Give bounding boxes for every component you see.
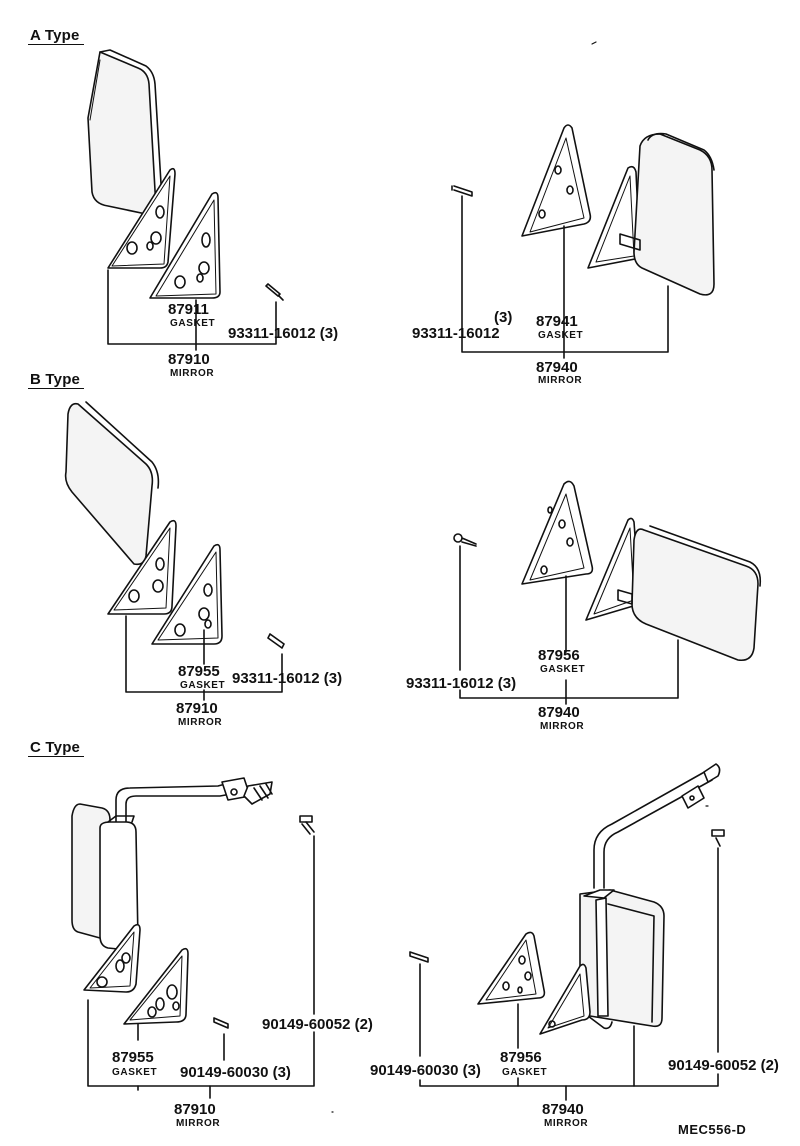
c-left-gasket [83, 923, 141, 993]
b-left-leaders [125, 615, 283, 701]
section-c-title: C Type [28, 740, 85, 757]
c-right-screw-bot-icon [409, 951, 429, 963]
c-left-gasket-number: 87955 [112, 1049, 154, 1066]
a-right-leaders [461, 195, 669, 359]
b-right-leaders [459, 545, 679, 705]
c-right-mirror-name: MIRROR [544, 1118, 589, 1129]
b-left-screw-number: 93311-16012 (3) [232, 670, 343, 687]
drawing-code: MEC556-D [678, 1122, 747, 1137]
c-left-screw-bot-icon [213, 1017, 229, 1029]
c-right-screw-top-icon [711, 829, 725, 847]
a-right-gasket [521, 124, 592, 237]
section-b-title: B Type [28, 372, 85, 389]
c-right-base [539, 963, 591, 1035]
a-right-screw-qty: (3) [494, 309, 513, 326]
c-left-mirror-arm [115, 777, 273, 827]
b-left-mirror-head [64, 401, 160, 566]
c-right-leaders [419, 847, 719, 1101]
c-left-screw-bot-number: 90149-60030 (3) [180, 1064, 291, 1081]
c-left-gasket-name: GASKET [112, 1067, 158, 1078]
a-left-gasket-name: GASKET [170, 318, 216, 329]
a-left-gasket [107, 167, 176, 269]
c-right-gasket-number: 87956 [500, 1049, 542, 1066]
b-right-base [585, 517, 641, 621]
b-left-gasket [107, 519, 177, 615]
a-right-base [587, 165, 641, 269]
a-left-leaders [107, 269, 277, 351]
a-left-gasket-number: 87911 [168, 301, 209, 318]
b-right-mirror-head [617, 525, 762, 662]
b-right-gasket-number: 87956 [538, 647, 580, 664]
a-right-mirror-head [619, 132, 715, 296]
b-right-mirror-number: 87940 [538, 704, 580, 721]
c-right-mirror-head [579, 889, 665, 1030]
b-left-gasket-name: GASKET [180, 680, 226, 691]
a-left-base [149, 191, 221, 299]
b-right-screw-number: 93311-16012 (3) [406, 675, 517, 692]
a-left-mirror-name: MIRROR [170, 368, 215, 379]
section-a-title: A Type [28, 28, 84, 45]
a-right-screw-number: 93311-16012 [412, 325, 500, 342]
c-right-screw-bot-number: 90149-60030 (3) [370, 1062, 481, 1079]
b-left-base [151, 543, 223, 645]
c-left-mirror-name: MIRROR [176, 1118, 221, 1129]
a-right-gasket-name: GASKET [538, 330, 584, 341]
a-left-screw-icon [265, 283, 284, 301]
specks [331, 41, 709, 1113]
a-right-mirror-name: MIRROR [538, 375, 583, 386]
c-right-gasket-name: GASKET [502, 1067, 548, 1078]
a-left-mirror-head [87, 49, 163, 216]
c-right-gasket [477, 931, 546, 1005]
a-left-mirror-number: 87910 [168, 351, 210, 368]
c-left-screw-top-number: 90149-60052 (2) [262, 1016, 373, 1033]
c-left-mirror-number: 87910 [174, 1101, 216, 1118]
b-left-mirror-number: 87910 [176, 700, 218, 717]
a-right-mirror-number: 87940 [536, 359, 578, 376]
a-right-screw-icon [451, 185, 473, 197]
c-right-mirror-arm [593, 763, 721, 889]
b-left-mirror-name: MIRROR [178, 717, 223, 728]
b-right-screw-icon [453, 533, 477, 547]
b-left-gasket-number: 87955 [178, 663, 220, 680]
c-left-mirror-head [71, 803, 139, 951]
a-left-screw-number: 93311-16012 (3) [228, 325, 339, 342]
c-right-screw-top-number: 90149-60052 (2) [668, 1057, 779, 1074]
b-right-gasket [521, 480, 594, 585]
a-right-gasket-number: 87941 [536, 313, 578, 330]
c-left-base [123, 947, 189, 1025]
b-right-mirror-name: MIRROR [540, 721, 585, 732]
c-left-screw-top-icon [299, 815, 315, 835]
c-left-leaders [87, 835, 315, 1099]
b-left-screw-icon [267, 633, 285, 649]
b-right-gasket-name: GASKET [540, 664, 586, 675]
c-right-mirror-number: 87940 [542, 1101, 584, 1118]
